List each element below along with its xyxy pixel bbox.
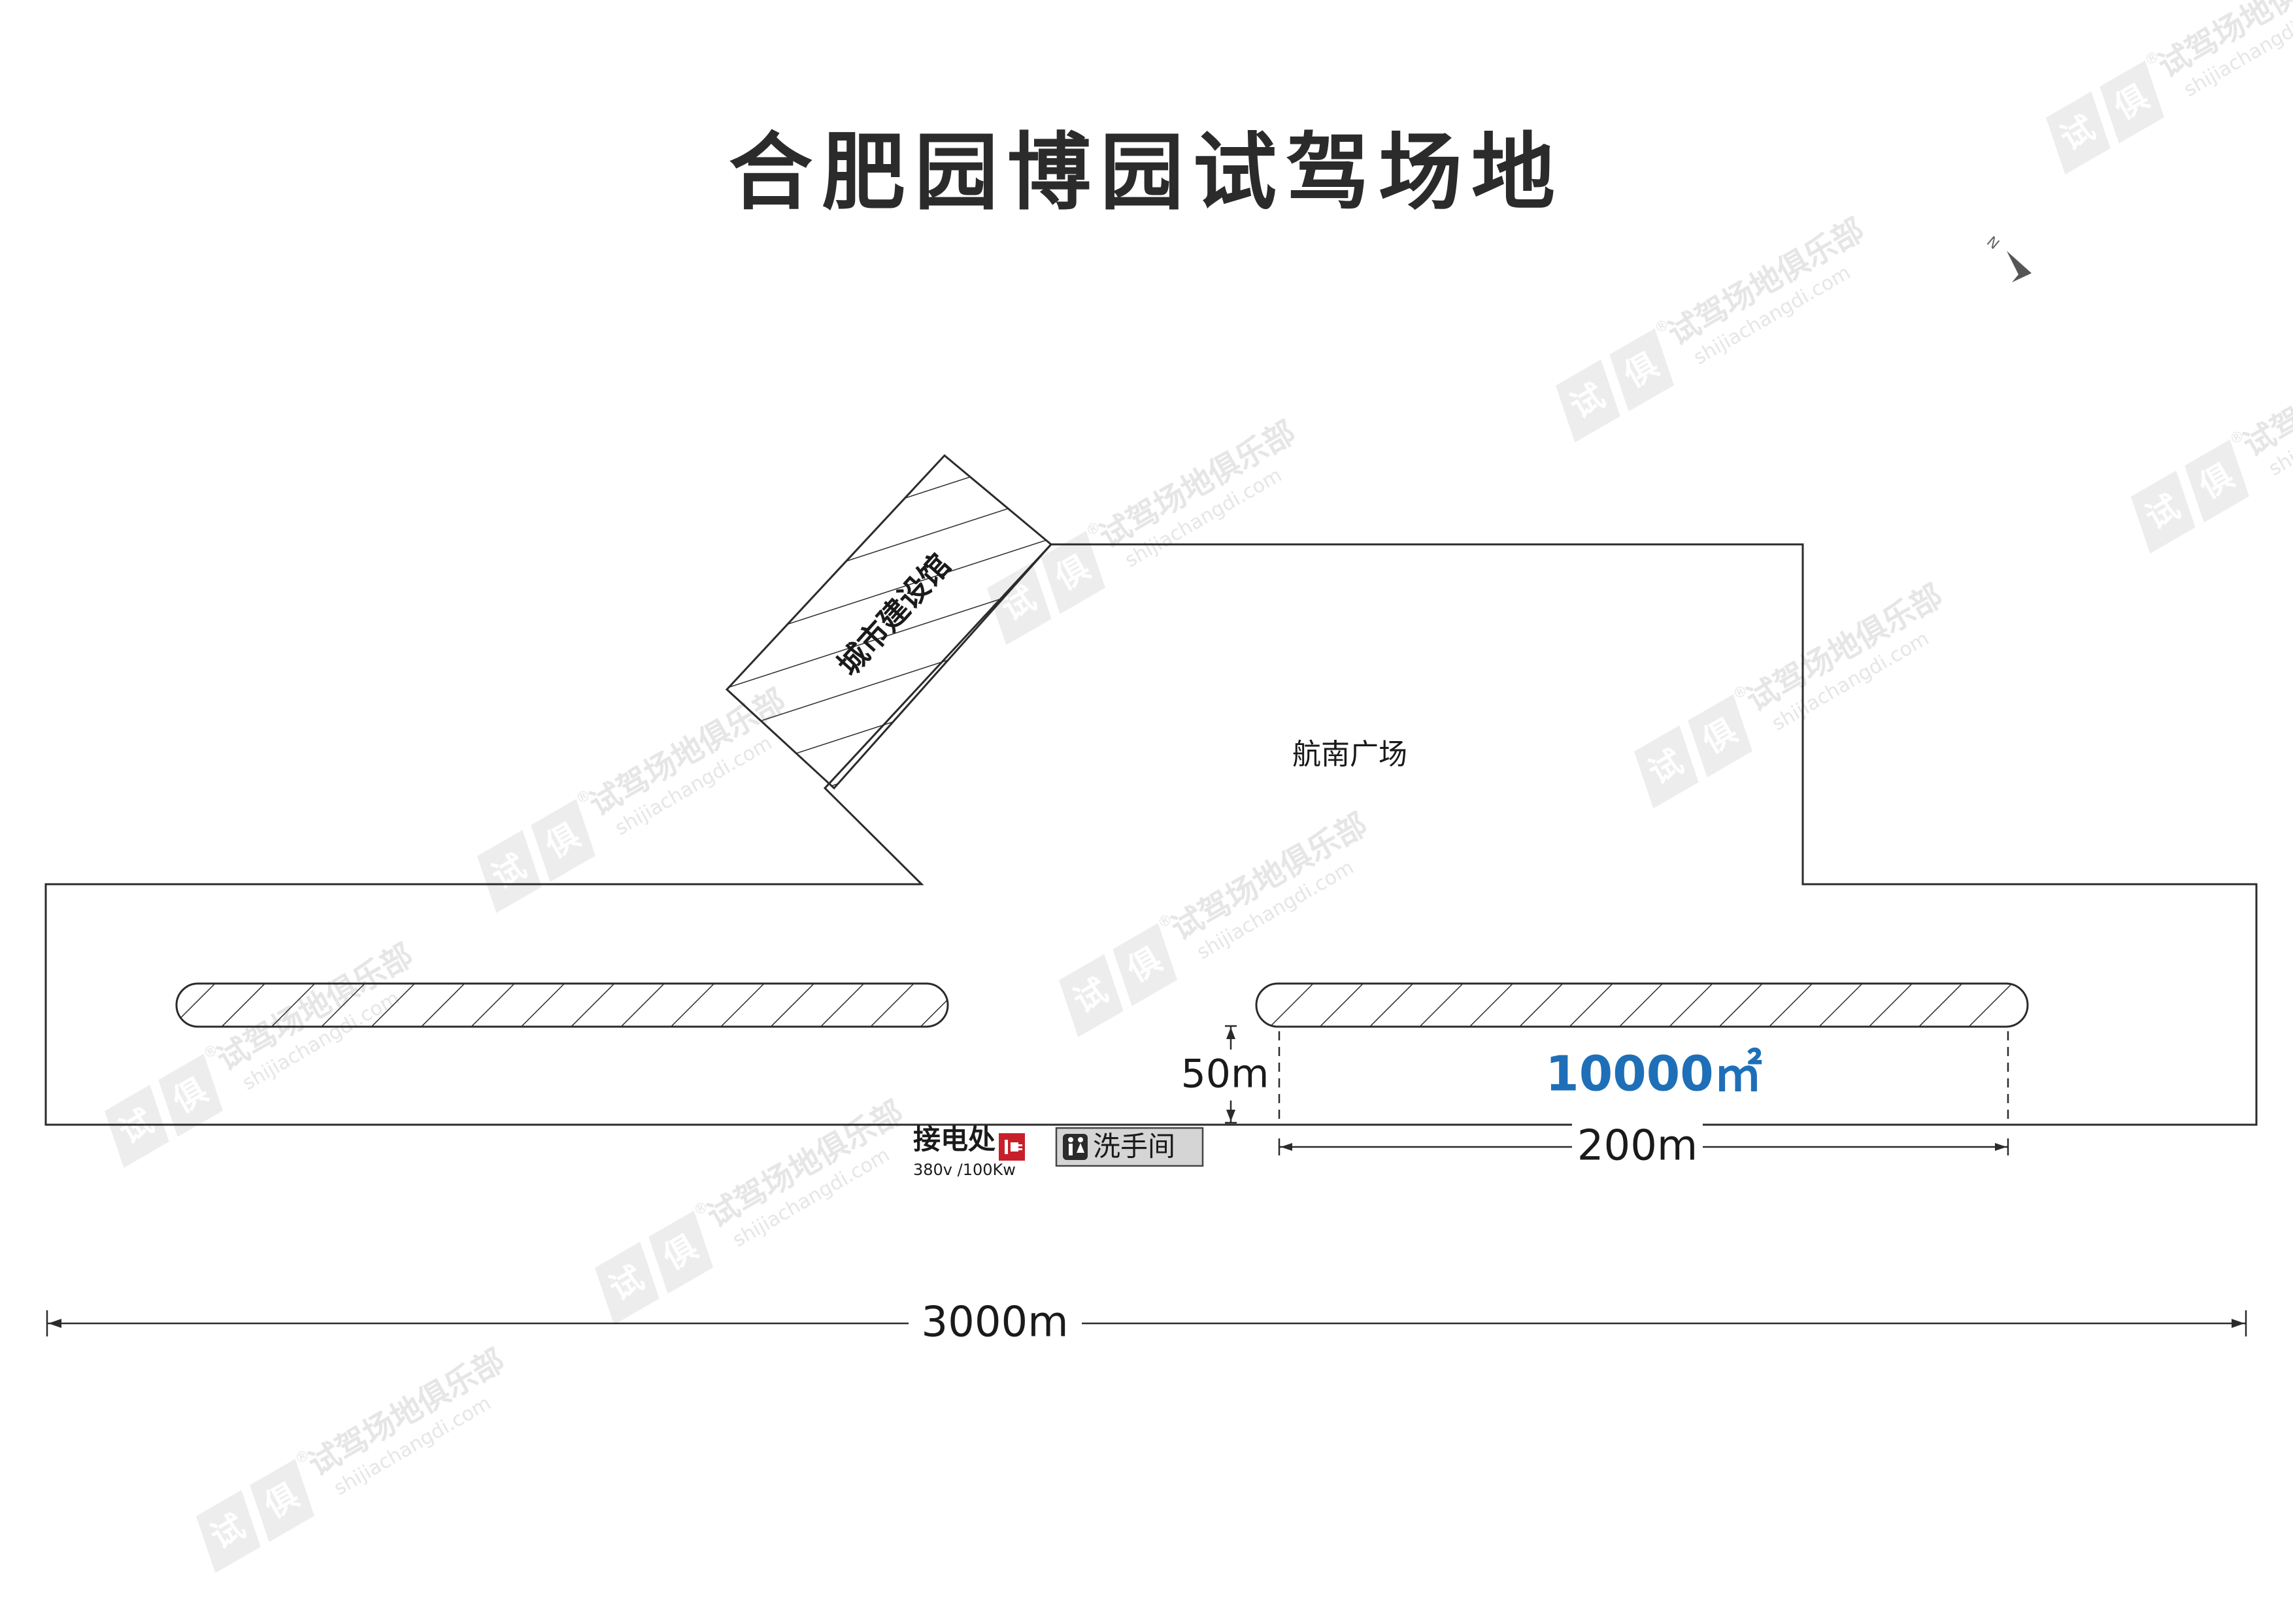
island-left	[175, 982, 949, 1028]
power-supply: 接电处 380v /100Kw	[913, 1123, 1025, 1179]
north-label: N	[1983, 233, 2002, 253]
north-arrow-icon	[2007, 251, 2032, 282]
island-right	[1255, 982, 2029, 1028]
area-label: 10000㎡	[1545, 1046, 1762, 1102]
plaza-label: 航南广场	[1292, 738, 1407, 771]
dimension-50m-label: 50m	[1181, 1052, 1269, 1097]
restroom-label: 洗手间	[1093, 1131, 1175, 1163]
site-boundary	[44, 543, 2258, 1126]
dimension-3000m-label: 3000m	[921, 1299, 1068, 1347]
restroom: 洗手间	[1055, 1127, 1204, 1167]
power-spec: 380v /100Kw	[913, 1161, 1016, 1179]
dimension-200m: 200m	[1278, 1121, 2009, 1173]
dimension-50m: 50m	[1177, 1025, 1275, 1124]
restroom-icon	[1063, 1134, 1088, 1160]
dimension-200m-label: 200m	[1577, 1122, 1698, 1170]
dimension-3000m: 3000m	[46, 1297, 2247, 1350]
svg-text:试驾场地俱乐部: 试驾场地俱乐部	[2237, 323, 2293, 465]
page-title: 合肥园博园试驾场地	[728, 124, 1564, 222]
power-label: 接电处	[913, 1123, 996, 1155]
north-compass: N	[1983, 233, 2032, 282]
